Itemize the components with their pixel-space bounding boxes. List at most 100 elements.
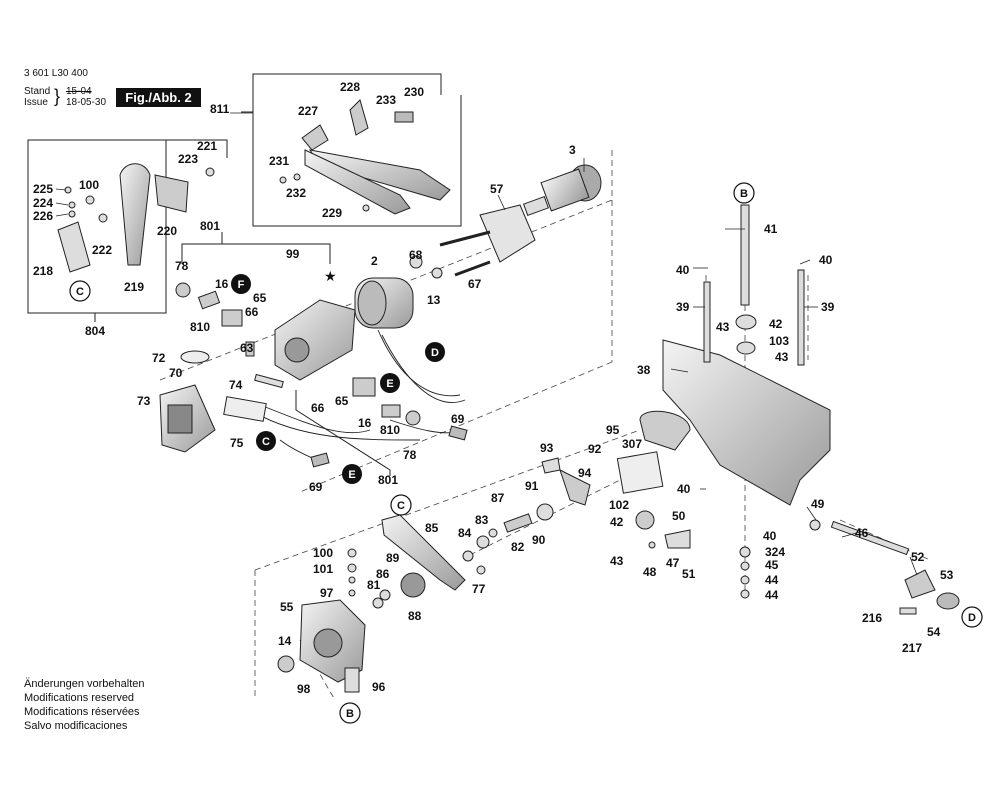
- riving-knife: [119, 163, 151, 266]
- part-label: 220: [157, 224, 177, 238]
- part-label: 83: [475, 513, 489, 527]
- part-label: 47: [666, 556, 680, 570]
- part-label: 68: [409, 248, 423, 262]
- callout-b-ref: B: [740, 188, 748, 200]
- group-804-frame: [27, 139, 228, 314]
- blade-guard-left: [304, 149, 411, 215]
- part-label: 87: [491, 491, 505, 505]
- issue-label: Issue: [24, 97, 48, 108]
- stand-date: 15-04: [66, 86, 92, 97]
- base-frame: [639, 339, 831, 506]
- fan-housing: [159, 384, 216, 453]
- part-label: 42: [769, 317, 783, 331]
- part-label: 85: [425, 521, 439, 535]
- callout-b-ref-2: B: [346, 708, 354, 720]
- part-label: 90: [532, 533, 546, 547]
- part-label: 77: [472, 582, 486, 596]
- part-label: 100: [79, 178, 99, 192]
- group-801-bottom-bracket: [295, 390, 391, 476]
- note-de: Änderungen vorbehalten: [24, 678, 145, 690]
- part-label: 307: [622, 437, 642, 451]
- part-label: 219: [124, 280, 144, 294]
- group-label-804: 804: [85, 324, 105, 338]
- part-label: 13: [427, 293, 441, 307]
- part-label: 44: [765, 573, 779, 587]
- part-label: 55: [280, 600, 294, 614]
- part-label: 99: [286, 247, 300, 261]
- brace-icon: }: [54, 86, 61, 106]
- part-label: 92: [588, 442, 602, 456]
- part-label: 95: [606, 423, 620, 437]
- part-label: 67: [468, 277, 482, 291]
- part-label: 218: [33, 264, 53, 278]
- part-label: 75: [230, 436, 244, 450]
- part-label: 89: [386, 551, 400, 565]
- bearing-plate: [479, 204, 536, 263]
- part-label: 57: [490, 182, 504, 196]
- part-label: 43: [610, 554, 624, 568]
- part-label: 222: [92, 243, 112, 257]
- part-label: 40: [676, 263, 690, 277]
- part-label: 223: [178, 152, 198, 166]
- part-label: 224: [33, 196, 53, 210]
- part-label: 3: [569, 143, 576, 157]
- callout-d: D: [431, 347, 439, 359]
- part-label: 84: [458, 526, 472, 540]
- part-label: 54: [927, 625, 941, 639]
- part-label: 46: [855, 526, 869, 540]
- armature: [522, 164, 602, 217]
- part-label: 39: [821, 300, 835, 314]
- part-label: 216: [862, 611, 882, 625]
- part-label: 50: [672, 509, 686, 523]
- part-label: 233: [376, 93, 396, 107]
- part-label: 82: [511, 540, 525, 554]
- part-label: 16: [358, 416, 372, 430]
- note-en: Modifications reserved: [24, 692, 135, 704]
- part-number: 3 601 L30 400: [24, 68, 88, 79]
- part-label: 63: [240, 341, 254, 355]
- part-label: 74: [229, 378, 243, 392]
- callout-e: E: [386, 378, 393, 390]
- callout-d-ref: D: [968, 612, 976, 624]
- part-label: 70: [169, 366, 183, 380]
- figure-badge: Fig./Abb. 2: [116, 88, 201, 107]
- gearbox-housing: [299, 599, 366, 683]
- part-label: 228: [340, 80, 360, 94]
- part-label: 100: [313, 546, 333, 560]
- part-label: 221: [197, 139, 217, 153]
- part-label: 98: [297, 682, 311, 696]
- motor-housing: [274, 299, 356, 381]
- part-label: 69: [451, 412, 465, 426]
- part-label: 42: [610, 515, 624, 529]
- group-label-801-top: 801: [200, 219, 220, 233]
- modification-notes: Änderungen vorbehalten Modifications res…: [24, 677, 144, 733]
- stator-coil: [354, 277, 414, 329]
- part-label: 43: [716, 320, 730, 334]
- part-label: 101: [313, 562, 333, 576]
- part-label: 231: [269, 154, 289, 168]
- part-label: 69: [309, 480, 323, 494]
- group-label-801-bottom: 801: [378, 473, 398, 487]
- part-label: 48: [643, 565, 657, 579]
- part-label: 40: [763, 529, 777, 543]
- note-fr: Modifications réservées: [24, 706, 140, 718]
- group-label-811: 811: [210, 102, 230, 116]
- part-label: 232: [286, 186, 306, 200]
- part-label: 53: [940, 568, 954, 582]
- part-label: 41: [764, 222, 778, 236]
- part-label: 93: [540, 441, 554, 455]
- part-label: 52: [911, 550, 925, 564]
- part-label: 49: [811, 497, 825, 511]
- part-label: 40: [819, 253, 833, 267]
- part-label: 65: [253, 291, 267, 305]
- group-801-top-bracket: [181, 243, 331, 264]
- part-label: 103: [769, 334, 789, 348]
- part-label: 810: [380, 423, 400, 437]
- group-811-frame: [252, 73, 462, 227]
- note-es: Salvo modificaciones: [24, 720, 128, 732]
- callout-e-2: E: [348, 469, 355, 481]
- part-label: 81: [367, 578, 381, 592]
- part-label: 44: [765, 588, 779, 602]
- part-label: 45: [765, 558, 779, 572]
- part-label: 97: [320, 586, 334, 600]
